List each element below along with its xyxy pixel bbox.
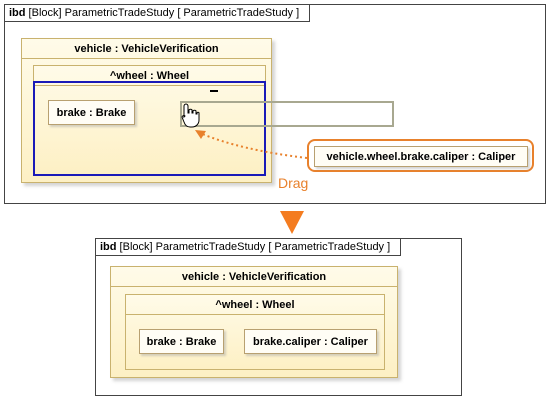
diagram-kind: ibd [9,7,26,19]
vehicle-part-label: vehicle : VehicleVerification [181,271,327,283]
part-divider [22,58,271,59]
drop-preview-rect [180,101,394,127]
caliper-source-part[interactable]: vehicle.wheel.brake.caliper : Caliper [314,146,528,167]
resize-marker [210,90,218,92]
hand-pointer-icon [181,103,200,128]
caliper-part-after[interactable]: brake.caliper : Caliper [244,329,377,354]
diagram-tab-before: ibd [Block] ParametricTradeStudy [ Param… [5,5,311,22]
brake-part-after[interactable]: brake : Brake [139,329,224,354]
brake-part-before[interactable]: brake : Brake [48,100,135,125]
diagram-tab-after: ibd [Block] ParametricTradeStudy [ Param… [96,239,402,256]
drag-path-arrow [199,132,308,159]
part-divider [126,314,384,315]
part-divider [34,85,265,86]
drag-label: Drag [278,175,309,191]
diagram-name: [Block] ParametricTradeStudy [ Parametri… [116,241,391,253]
part-divider [111,286,397,287]
wheel-part-label: ^wheel : Wheel [215,299,295,311]
wheel-part-label: ^wheel : Wheel [109,70,190,82]
drop-target-highlight [33,81,266,176]
arrow-down-icon [280,211,304,234]
drag-arrowhead [195,130,206,139]
vehicle-part-label: vehicle : VehicleVerification [74,43,219,55]
diagram-kind: ibd [100,241,117,253]
diagram-name: [Block] ParametricTradeStudy [ Parametri… [25,7,300,19]
drag-source-highlight: vehicle.wheel.brake.caliper : Caliper [307,139,534,172]
